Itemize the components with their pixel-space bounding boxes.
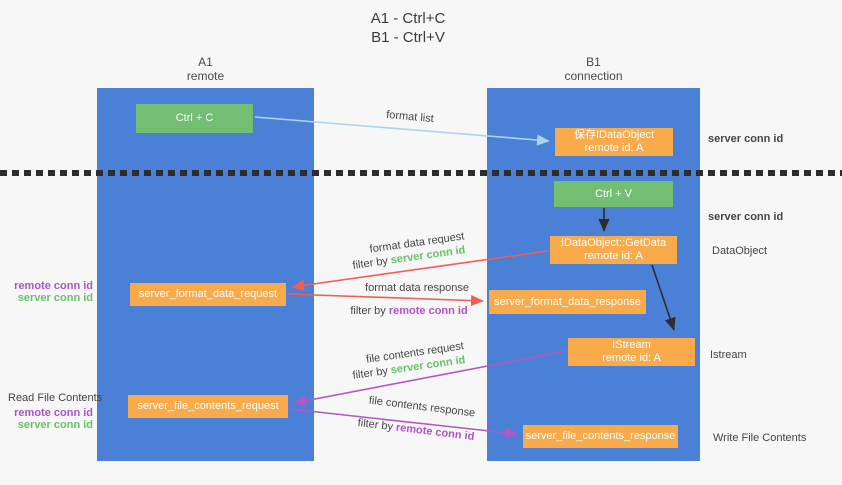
- column-header-a1: A1 remote: [97, 55, 314, 83]
- title-line-ctrl-v: B1 - Ctrl+V: [371, 29, 445, 46]
- server-conn-id-label-1: server conn id: [17, 292, 93, 304]
- node-server-format-data-request: server_format_data_request: [130, 283, 286, 306]
- format-data-response-arrow: [286, 293, 484, 307]
- filter-by-remote-conn-id-label-2: filter by remote conn id: [357, 416, 475, 444]
- title-line-ctrl-c: A1 - Ctrl+C: [370, 10, 446, 27]
- node-istream-line2: remote id: A: [602, 352, 661, 364]
- remote-conn-id-label-2: remote conn id: [14, 407, 93, 419]
- read-file-contents-label: Read File Contents: [8, 392, 103, 404]
- node-ctrl-v-label: Ctrl + V: [595, 187, 632, 200]
- column-b1-id: B1: [586, 55, 601, 69]
- node-server-file-contents-request: server_file_contents_request: [128, 395, 288, 418]
- dataobject-label: DataObject: [712, 245, 768, 257]
- remote-conn-id-label-1: remote conn id: [14, 280, 93, 292]
- node-format-request-label: server_format_data_request: [138, 288, 278, 300]
- node-idataobject-getdata: IDataObject::GetData remote id: A: [550, 236, 677, 264]
- node-ctrl-c: Ctrl + C: [136, 104, 253, 133]
- node-format-response-label: server_format_data_response: [494, 295, 641, 308]
- write-file-contents-label: Write File Contents: [713, 432, 807, 444]
- format-list-label: format list: [385, 108, 435, 126]
- format-data-response-label: format data response: [365, 282, 469, 294]
- node-save-idataobject-line2: remote id: A: [584, 142, 644, 154]
- column-b1-subtitle: connection: [564, 69, 623, 83]
- diagram-title: A1 - Ctrl+C B1 - Ctrl+V: [320, 9, 496, 47]
- file-contents-response-label: file contents response: [368, 394, 476, 420]
- node-getdata-line1: IDataObject::GetData: [560, 237, 667, 249]
- node-ctrl-v: Ctrl + V: [554, 181, 673, 207]
- node-file-response-label: server_file_contents_response: [525, 430, 676, 442]
- node-save-idataobject: 保存IDataObject remote id: A: [555, 128, 673, 156]
- node-getdata-line2: remote id: A: [584, 250, 643, 262]
- column-a1-id: A1: [198, 55, 213, 69]
- server-conn-id-label-top: server conn id: [708, 133, 784, 145]
- column-a1-subtitle: remote: [186, 69, 225, 83]
- node-istream: IStream remote id: A: [568, 338, 695, 366]
- server-conn-id-label-2: server conn id: [17, 419, 93, 431]
- column-header-b1: B1 connection: [487, 55, 700, 83]
- conn-ids-labels-file: remote conn id server conn id: [14, 407, 93, 431]
- server-conn-id-label-mid: server conn id: [708, 211, 784, 223]
- copy-paste-separator-line: [0, 170, 842, 176]
- node-istream-line1: IStream: [612, 339, 651, 351]
- node-ctrl-c-label: Ctrl + C: [175, 112, 214, 124]
- istream-side-label: Istream: [710, 349, 747, 361]
- filter-by-remote-conn-id-label-1: filter by remote conn id: [350, 305, 468, 317]
- node-file-request-label: server_file_contents_request: [137, 400, 279, 412]
- node-server-file-contents-response: server_file_contents_response: [523, 425, 678, 448]
- node-save-idataobject-line1: 保存IDataObject: [573, 129, 655, 141]
- node-server-format-data-response: server_format_data_response: [489, 290, 646, 314]
- conn-ids-labels-format: remote conn id server conn id: [14, 280, 93, 304]
